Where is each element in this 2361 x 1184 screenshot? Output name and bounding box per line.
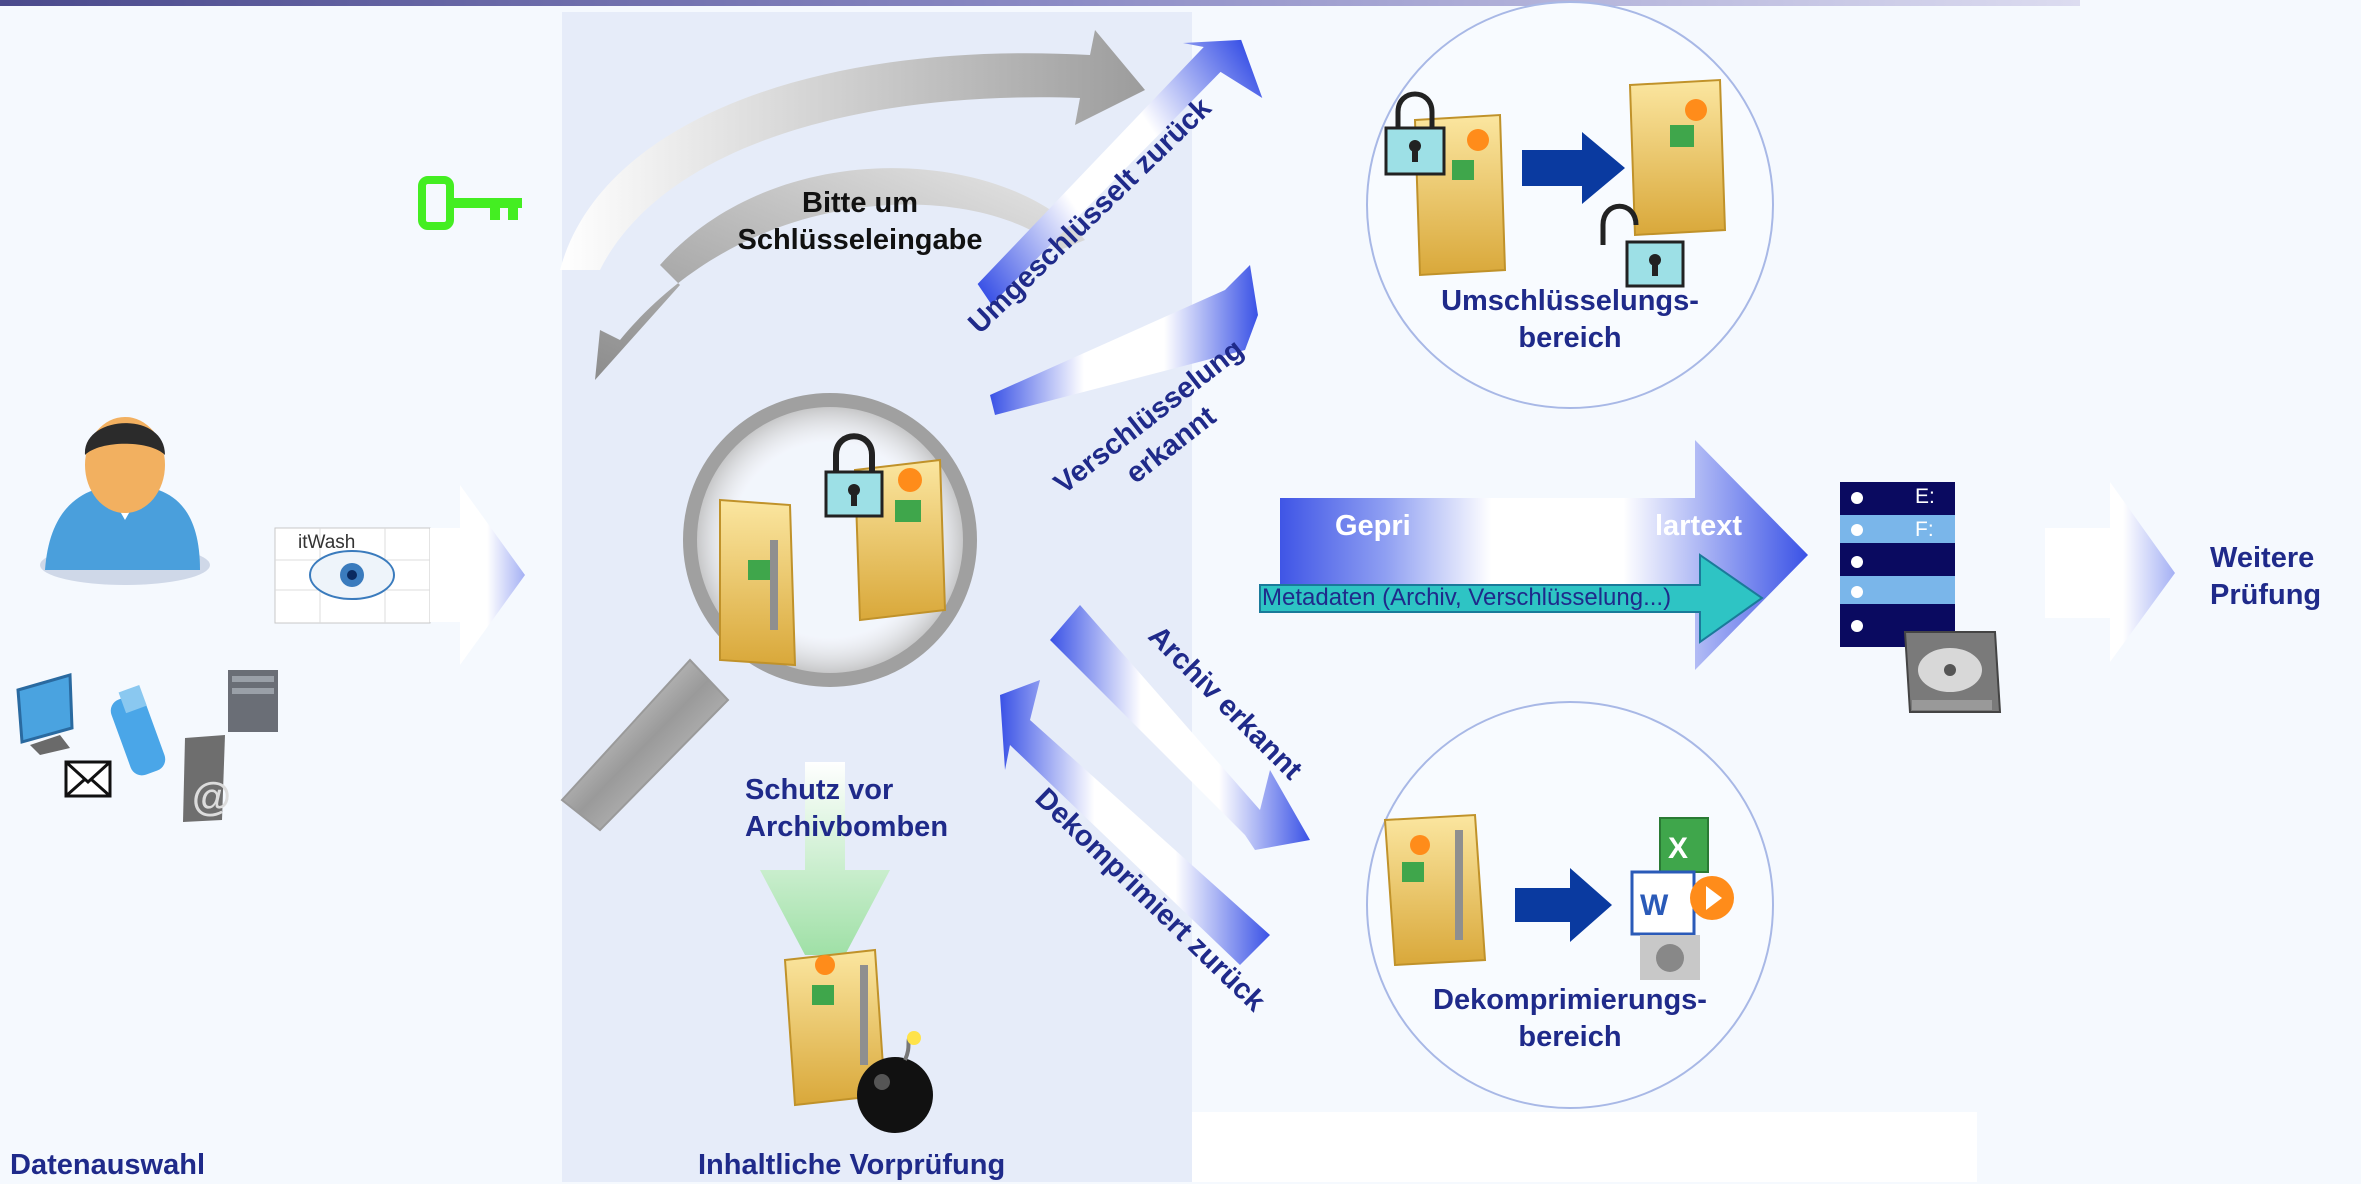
padlock-closed-icon <box>824 433 884 518</box>
bomb-protection-line2: Archivbomben <box>745 811 949 843</box>
key-loop-arrows <box>560 30 1145 380</box>
further-check-line1: Weitere <box>2210 542 2315 574</box>
rekey-area-label: Umschlüsselungs- bereich <box>1380 283 1760 357</box>
usb-stick-icon <box>110 684 166 776</box>
rekey-area-line1: Umschlüsselungs- <box>1441 285 1699 317</box>
email-icon <box>64 760 112 798</box>
further-check-label: Weitere Prüfung <box>2210 540 2321 614</box>
server-icon <box>228 670 278 732</box>
user-icon <box>40 417 210 585</box>
key-icon <box>418 176 522 230</box>
decompressed-back-arrow <box>1000 680 1270 965</box>
bomb-folder-icon <box>783 948 933 1133</box>
key-request-label: Bitte um Schlüsseleingabe <box>700 185 1020 259</box>
decompress-area-line1: Dekomprimierungs- <box>1433 984 1707 1016</box>
decompress-area-line2: bereich <box>1518 1021 1622 1053</box>
output-arrow <box>2045 482 2175 662</box>
rekey-area-line2: bereich <box>1518 322 1622 354</box>
hard-drive-icon <box>1903 631 2002 713</box>
svg-text:W: W <box>1640 889 1669 922</box>
bottom-strip <box>1192 1112 1977 1182</box>
data-selection-label: Datenauswahl <box>10 1149 205 1181</box>
key-request-line1: Bitte um <box>802 187 918 219</box>
svg-text:X: X <box>1668 832 1688 865</box>
metadata-arrow <box>1259 553 1764 644</box>
input-arrow <box>430 485 525 665</box>
magnifier-icon <box>560 393 977 832</box>
monitor-icon <box>16 673 74 755</box>
plaintext-arrow <box>1280 440 1808 670</box>
drive-label-f: F: <box>1915 518 1934 541</box>
bomb-protection-label: Schutz vor Archivbomben <box>745 772 1005 846</box>
drive-label-e: E: <box>1915 485 1935 508</box>
further-check-line2: Prüfung <box>2210 579 2322 611</box>
itwash-logo <box>274 527 431 624</box>
archive-bomb-arrow <box>760 762 890 955</box>
decompress-area-label: Dekomprimierungs- bereich <box>1380 982 1760 1056</box>
svg-text:@: @ <box>192 775 231 819</box>
at-sign-icon: @ <box>183 735 231 822</box>
top-banner <box>0 0 2080 6</box>
drive-list <box>1840 482 1955 647</box>
rekeyed-back-arrow <box>977 39 1263 305</box>
encryption-detected-arrow <box>990 265 1258 415</box>
key-request-line2: Schlüsseleingabe <box>737 224 983 256</box>
itwash-logo-text: itWash <box>298 532 356 553</box>
padlock-closed-rekey-icon <box>1384 91 1446 176</box>
bomb-protection-line1: Schutz vor <box>745 774 894 806</box>
archive-detected-arrow <box>1050 605 1310 850</box>
decompress-folders: X W <box>1383 813 1734 980</box>
content-precheck-label: Inhaltliche Vorprüfung <box>698 1149 1006 1181</box>
plaintext-label-left: Gepri <box>1335 510 1411 542</box>
plaintext-label-right: lartext <box>1655 510 1743 542</box>
metadata-label: Metadaten (Archiv, Verschlüsselung...) <box>1262 584 1672 611</box>
padlock-open-icon <box>1600 203 1685 288</box>
